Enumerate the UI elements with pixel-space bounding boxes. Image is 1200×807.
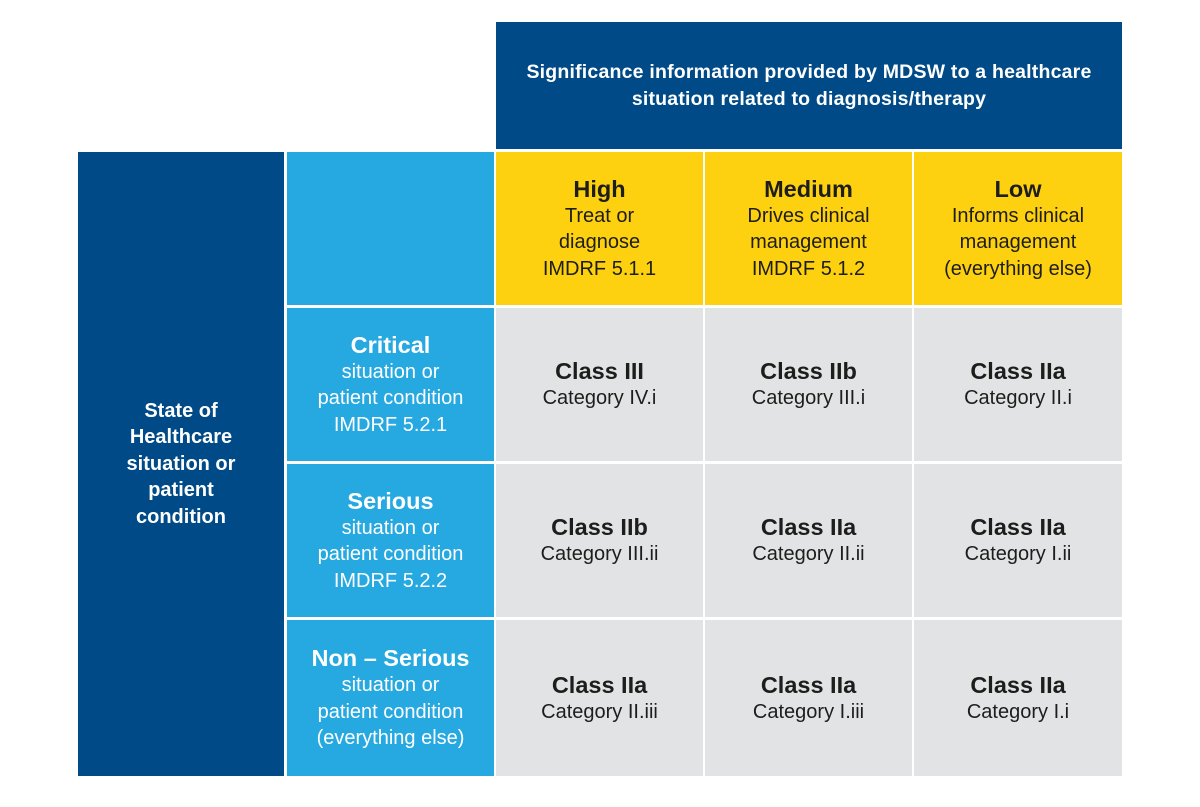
column-title: Medium: [764, 175, 853, 202]
column-subtitle: Treat or diagnose IMDRF 5.1.1: [542, 204, 657, 280]
row-title: Serious: [347, 487, 434, 514]
class-label: Class IIa: [551, 671, 648, 698]
row-header-serious: Serious situation or patient condition I…: [287, 464, 494, 617]
class-label: Class IIb: [551, 514, 648, 540]
category-label: Category II.i: [964, 387, 1072, 409]
significance-header-text: Significance information provided by MDS…: [526, 60, 1092, 110]
class-cell: Class IIa Category II.i: [914, 308, 1122, 461]
column-subtitle: Drives clinical management IMDRF 5.1.2: [747, 204, 870, 280]
state-header-text: State of Healthcare situation or patient…: [126, 399, 236, 528]
row-subtitle: situation or patient condition IMDRF 5.2…: [317, 360, 464, 436]
category-label: Category III.ii: [540, 543, 659, 565]
class-label: Class IIa: [970, 514, 1066, 540]
category-label: Category I.ii: [964, 543, 1072, 565]
class-label: Class IIa: [760, 671, 857, 698]
class-label: Class IIb: [760, 358, 857, 384]
column-header-high: High Treat or diagnose IMDRF 5.1.1: [496, 152, 703, 305]
class-label: Class IIa: [970, 671, 1066, 698]
state-header: State of Healthcare situation or patient…: [78, 152, 284, 776]
significance-header: Significance information provided by MDS…: [496, 22, 1122, 149]
category-label: Category II.ii: [752, 543, 865, 565]
category-label: Category III.i: [751, 387, 866, 409]
column-title: Low: [994, 175, 1042, 202]
category-label: Category I.i: [966, 700, 1070, 723]
class-cell: Class IIa Category I.ii: [914, 464, 1122, 617]
class-label: Class III: [555, 358, 644, 384]
class-cell: Class IIa Category I.i: [914, 620, 1122, 776]
class-cell: Class III Category IV.i: [496, 308, 703, 461]
row-header-critical: Critical situation or patient condition …: [287, 308, 494, 461]
row-subtitle: situation or patient condition (everythi…: [316, 674, 465, 750]
column-header-medium: Medium Drives clinical management IMDRF …: [705, 152, 912, 305]
column-subtitle: Informs clinical management (everything …: [944, 204, 1092, 280]
class-label: Class IIa: [760, 514, 857, 540]
class-cell: Class IIb Category III.i: [705, 308, 912, 461]
row-title: Non – Serious: [311, 645, 470, 672]
category-label: Category II.iii: [541, 700, 658, 723]
column-header-low: Low Informs clinical management (everyth…: [914, 152, 1122, 305]
category-label: Category I.iii: [752, 700, 865, 723]
class-cell: Class IIa Category I.iii: [705, 620, 912, 776]
class-label: Class IIa: [970, 358, 1066, 384]
row-title: Critical: [350, 331, 431, 358]
corner-cell: [287, 152, 494, 305]
row-header-non-serious: Non – Serious situation or patient condi…: [287, 620, 494, 776]
column-title: High: [573, 175, 626, 202]
category-label: Category IV.i: [542, 387, 657, 409]
row-subtitle: situation or patient condition IMDRF 5.2…: [317, 516, 464, 592]
class-cell: Class IIa Category II.iii: [496, 620, 703, 776]
class-cell: Class IIa Category II.ii: [705, 464, 912, 617]
class-cell: Class IIb Category III.ii: [496, 464, 703, 617]
